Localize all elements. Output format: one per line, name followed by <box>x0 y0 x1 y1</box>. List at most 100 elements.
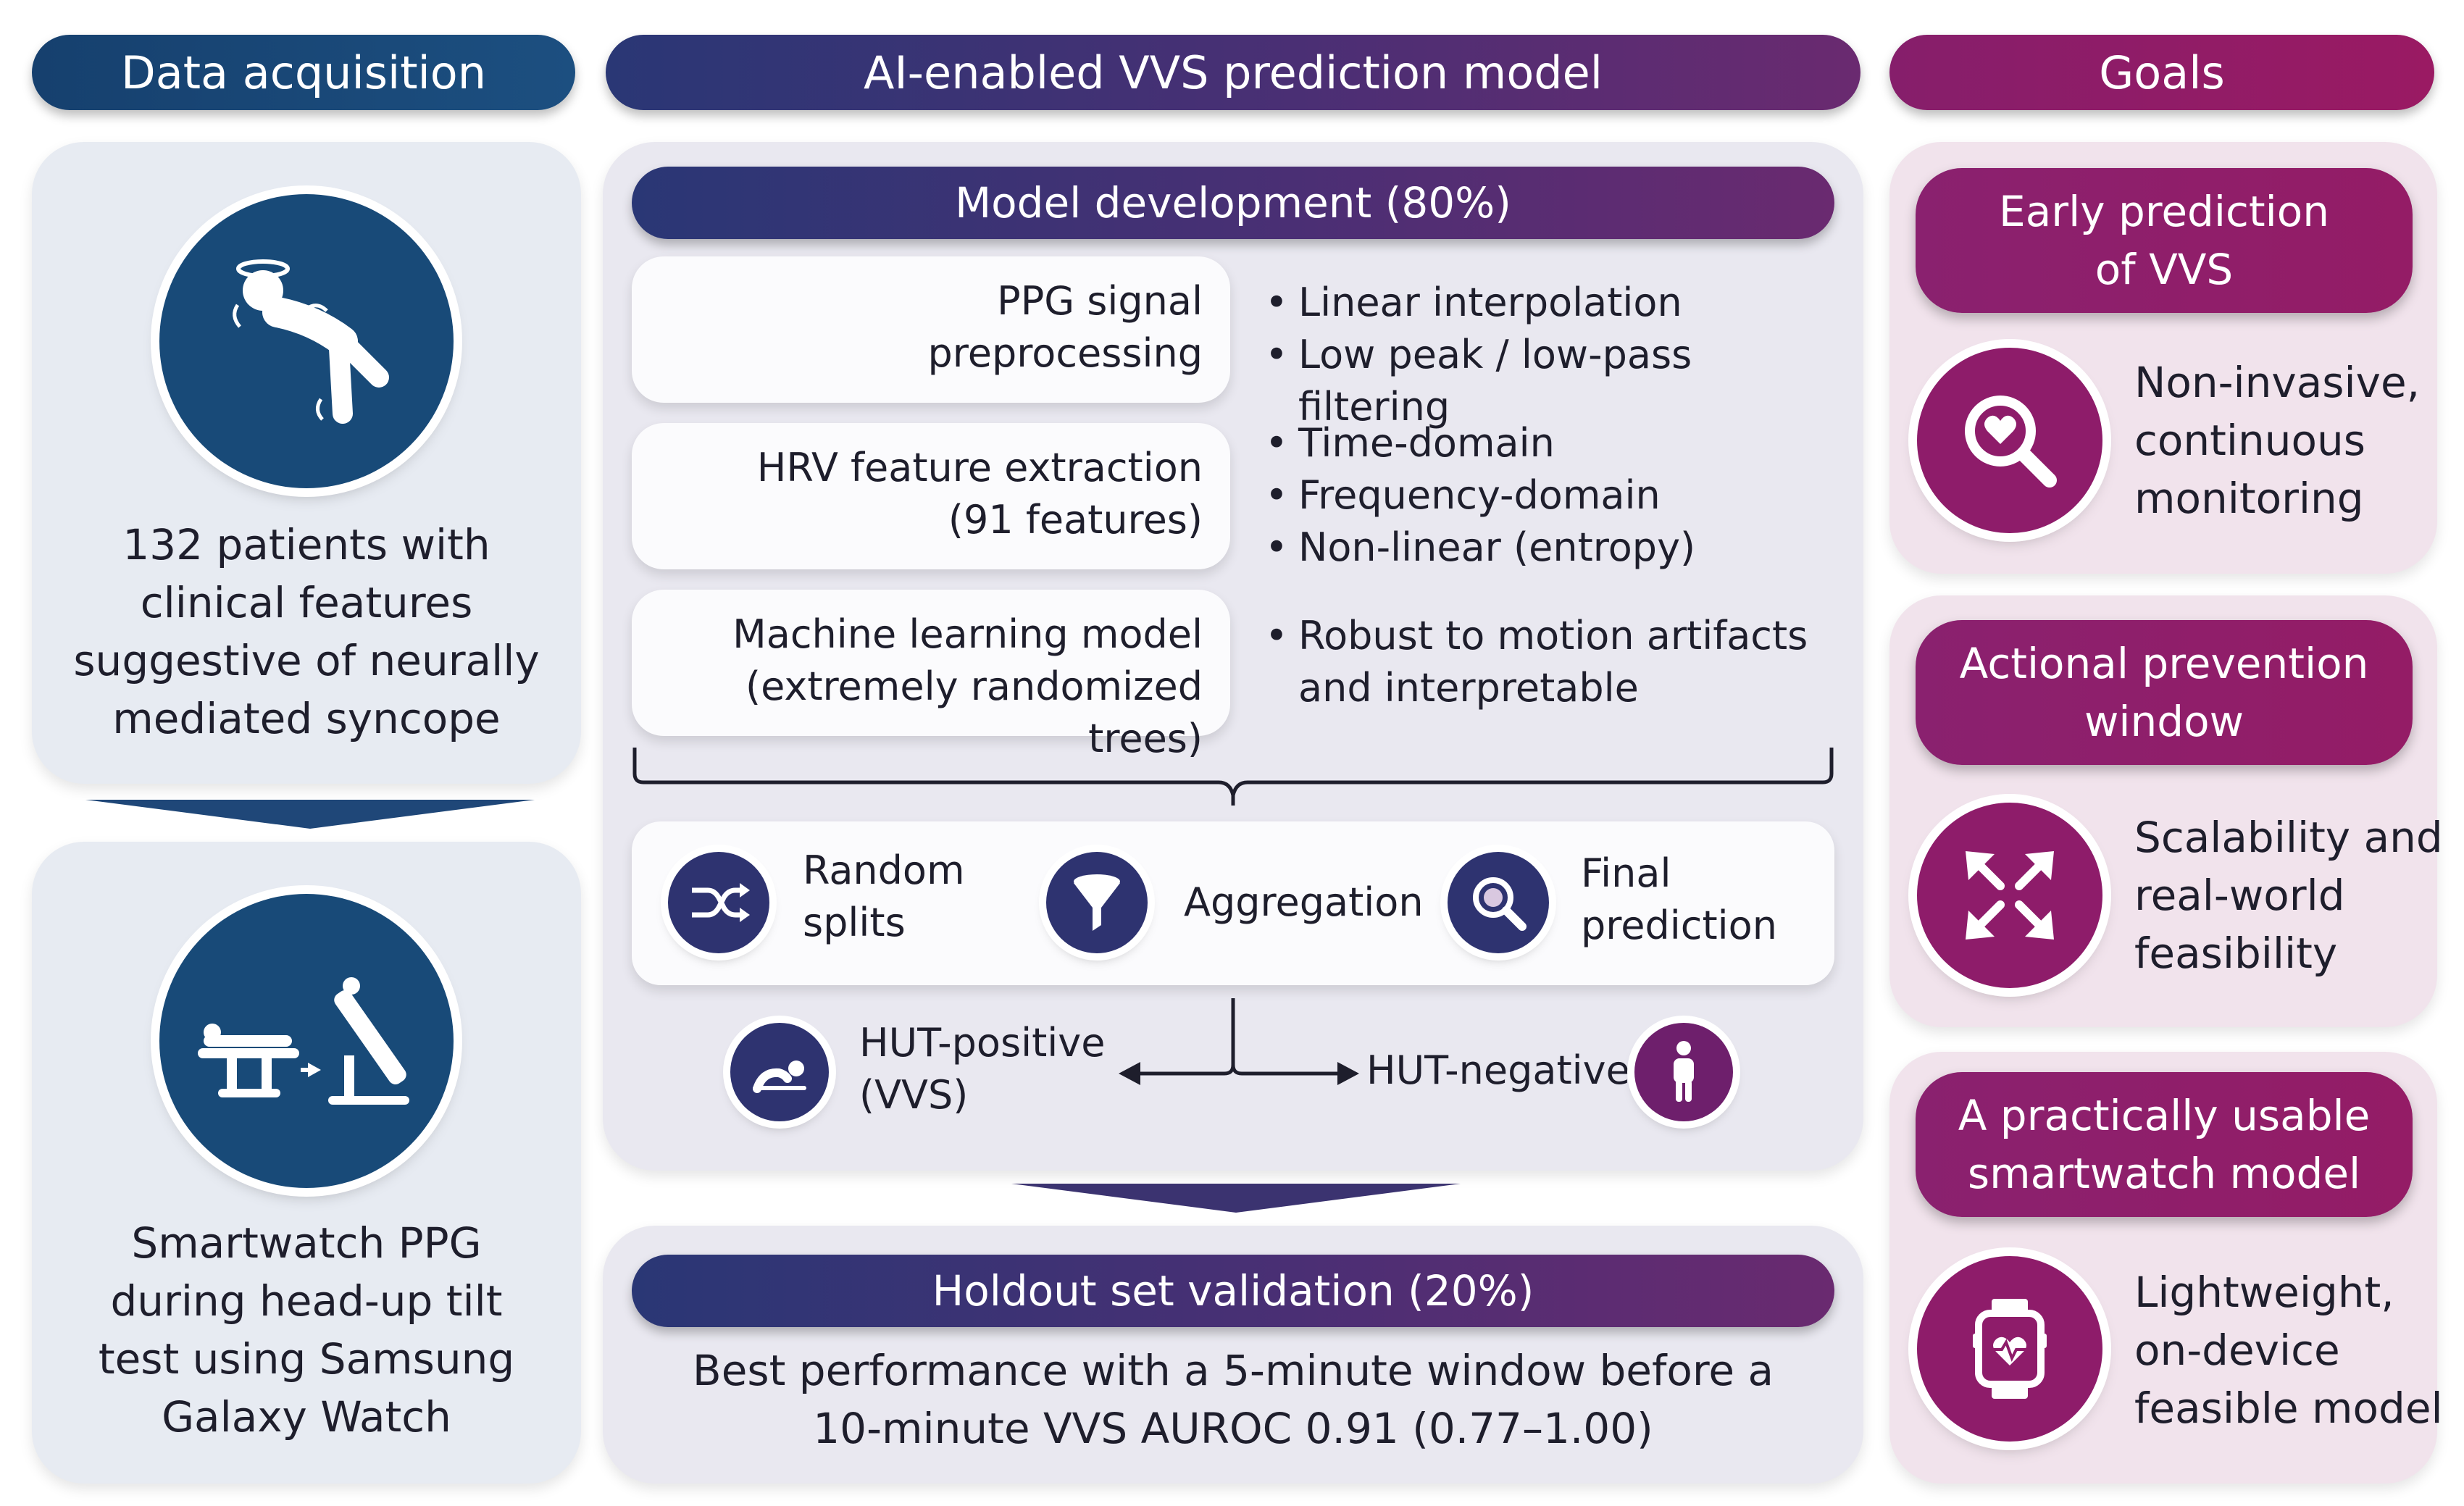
holdout-title: Holdout set validation (20%) <box>932 1266 1534 1315</box>
hut-positive-line: (VVS) <box>859 1072 969 1118</box>
magnifier-icon <box>1473 877 1527 931</box>
process-label-line: Final <box>1581 850 1671 896</box>
hut-negative-circle <box>1634 1023 1733 1121</box>
final-prediction-label: Final prediction <box>1581 848 1777 952</box>
outcome-arrows <box>1119 998 1359 1085</box>
aggregation-circle <box>1046 852 1148 953</box>
goal-title-line: smartwatch model <box>1967 1149 2361 1198</box>
fainting-person-icon <box>233 259 389 424</box>
random-splits-circle <box>668 852 769 953</box>
step-label-line: (extremely randomized trees) <box>746 664 1203 761</box>
smartwatch-line: test using Samsung <box>98 1334 515 1384</box>
header-data-acquisition-label: Data acquisition <box>121 46 486 99</box>
step-ml-label: Machine learning model (extremely random… <box>638 608 1203 765</box>
goal-title-line: Actional prevention <box>1959 639 2369 688</box>
standing-person-icon <box>1674 1041 1694 1102</box>
step-label-line: preprocessing <box>927 330 1203 376</box>
patients-line: 132 patients with <box>122 520 490 569</box>
goal-title-line: Early prediction <box>1999 187 2329 236</box>
process-box <box>632 821 1834 985</box>
goal-text-line: real-world <box>2134 871 2345 920</box>
goal-2-icon-circle <box>1917 803 2102 988</box>
header-data-acquisition: Data acquisition <box>32 35 575 110</box>
goal-text-line: feasible model <box>2134 1384 2443 1433</box>
tilt-table-icon <box>198 977 409 1105</box>
step-label-line: Machine learning model <box>732 611 1203 657</box>
step-preprocessing-box <box>632 256 1230 403</box>
smartwatch-line: Smartwatch PPG <box>131 1218 482 1268</box>
final-prediction-circle <box>1448 852 1549 953</box>
expand-arrows-icon <box>1966 851 2054 940</box>
goal-3-title: A practically usable smartwatch model <box>1916 1072 2413 1217</box>
goal-text-line: on-device <box>2134 1326 2340 1375</box>
goal-title-line: window <box>2084 697 2244 746</box>
step-ml-bullets: Robust to motion artifacts and interpret… <box>1265 610 1845 714</box>
goal-1-title: Early prediction of VVS <box>1916 168 2413 313</box>
holdout-line: Best performance with a 5-minute window … <box>692 1346 1774 1395</box>
tilt-test-circle <box>159 894 454 1188</box>
goal-text-line: continuous <box>2134 416 2365 465</box>
header-model-label: AI-enabled VVS prediction model <box>863 46 1603 99</box>
hut-negative-label: HUT-negative <box>1366 1045 1630 1097</box>
goal-1-text: Non-invasive, continuous monitoring <box>2134 354 2420 527</box>
goal-title-line: of VVS <box>2095 245 2234 294</box>
patients-line: suggestive of neurally <box>73 636 540 685</box>
collapsed-person-icon <box>753 1061 806 1093</box>
bullet-item: Robust to motion artifacts <box>1265 610 1845 662</box>
bullet-continuation: and interpretable <box>1298 665 1639 711</box>
goal-title-line: A practically usable <box>1958 1091 2371 1140</box>
syncope-patient-circle <box>159 194 454 488</box>
smartwatch-line: Galaxy Watch <box>162 1392 451 1442</box>
step-label-line: (91 features) <box>948 497 1203 543</box>
step-preprocessing-bullets: Linear interpolation Low peak / low-pass… <box>1265 277 1845 433</box>
step-hrv-label: HRV feature extraction (91 features) <box>638 442 1203 546</box>
goal-1-icon-circle <box>1917 348 2102 533</box>
hut-positive-circle <box>730 1023 829 1121</box>
step-ml-box <box>632 590 1230 736</box>
smartwatch-description: Smartwatch PPG during head-up tilt test … <box>43 1214 569 1446</box>
hut-positive-line: HUT-positive <box>859 1020 1106 1066</box>
goal-text-line: Scalability and <box>2134 813 2443 862</box>
step-hrv-box <box>632 423 1230 569</box>
goal-text-line: Non-invasive, <box>2134 358 2421 407</box>
process-label-line: Aggregation <box>1184 879 1424 925</box>
goal-2-title: Actional prevention window <box>1916 620 2413 765</box>
step-label-line: PPG signal <box>997 278 1203 324</box>
patients-line: mediated syncope <box>112 694 501 743</box>
down-arrow-middle <box>1011 1184 1461 1213</box>
smartwatch-line: during head-up tilt <box>110 1276 503 1326</box>
holdout-line: 10-minute VVS AUROC 0.91 (0.77–1.00) <box>813 1404 1653 1453</box>
goal-3-icon-circle <box>1917 1256 2102 1442</box>
funnel-icon <box>1074 874 1120 931</box>
random-splits-label: Random splits <box>803 845 965 949</box>
development-title: Model development (80%) <box>955 178 1511 227</box>
step-preprocessing-label: PPG signal preprocessing <box>638 275 1203 380</box>
goal-text-line: Lightweight, <box>2134 1268 2394 1317</box>
holdout-header: Holdout set validation (20%) <box>632 1255 1834 1327</box>
patients-description: 132 patients with clinical features sugg… <box>43 516 569 748</box>
down-arrow-left <box>85 800 535 829</box>
process-label-line: Random <box>803 848 965 893</box>
process-label-line: splits <box>803 900 906 945</box>
bracket-connector <box>632 748 1834 806</box>
shuffle-icon <box>692 883 750 922</box>
process-label-line: prediction <box>1581 903 1777 948</box>
goal-2-text: Scalability and real-world feasibility <box>2134 808 2443 982</box>
hut-positive-label: HUT-positive (VVS) <box>859 1017 1105 1121</box>
header-goals: Goals <box>1889 35 2434 110</box>
holdout-description: Best performance with a 5-minute window … <box>632 1342 1834 1457</box>
step-label-line: HRV feature extraction <box>756 445 1203 490</box>
smartwatch-icon <box>1973 1299 2047 1399</box>
heart-magnifier-icon <box>1965 396 2057 488</box>
patients-line: clinical features <box>140 578 473 627</box>
hut-negative-text: HUT-negative <box>1366 1047 1630 1093</box>
bullet-item: Frequency-domain <box>1265 469 1845 522</box>
header-model: AI-enabled VVS prediction model <box>606 35 1860 110</box>
step-hrv-bullets: Time-domain Frequency-domain Non-linear … <box>1265 417 1845 574</box>
aggregation-label: Aggregation <box>1184 877 1424 929</box>
header-goals-label: Goals <box>2099 46 2225 99</box>
goal-text-line: feasibility <box>2134 929 2338 978</box>
bullet-item: Non-linear (entropy) <box>1265 522 1845 574</box>
goal-3-text: Lightweight, on-device feasible model <box>2134 1263 2443 1437</box>
development-header: Model development (80%) <box>632 167 1834 239</box>
